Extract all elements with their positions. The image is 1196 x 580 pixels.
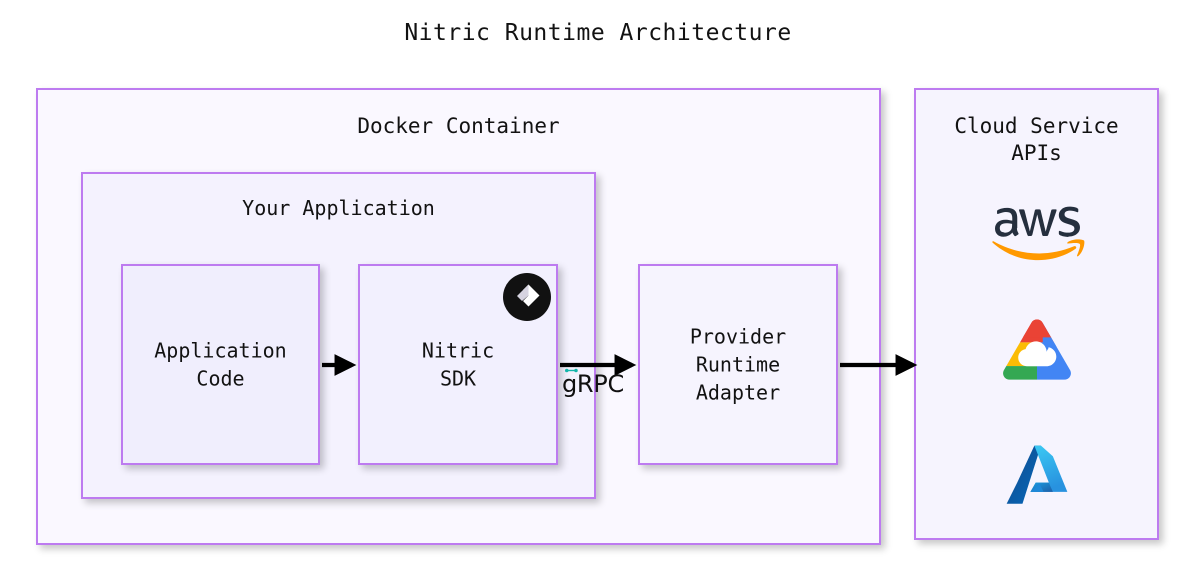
nitric-logo-icon <box>503 273 551 321</box>
cloud-service-apis-label: Cloud Service APIs <box>954 114 1119 165</box>
cloud-service-apis-group: Cloud Service APIs <box>914 88 1159 540</box>
google-cloud-logo-icon <box>1003 319 1071 380</box>
provider-runtime-adapter-node[interactable]: Provider Runtime Adapter <box>638 264 838 465</box>
page-title: Nitric Runtime Architecture <box>404 20 792 46</box>
application-code-node[interactable]: Application Code <box>121 264 320 465</box>
docker-container-label: Docker Container <box>357 114 560 138</box>
grpc-connector-tick-icon <box>565 368 578 373</box>
nitric-sdk-label: Nitric SDK <box>421 338 495 391</box>
your-application-label: Your Application <box>242 196 435 220</box>
provider-runtime-adapter-label: Provider Runtime Adapter <box>689 323 787 405</box>
microsoft-azure-logo-icon <box>1006 445 1068 504</box>
aws-logo-icon <box>992 206 1085 261</box>
grpc-edge-label: gRPC <box>562 370 624 398</box>
application-code-label: Application Code <box>154 338 287 391</box>
